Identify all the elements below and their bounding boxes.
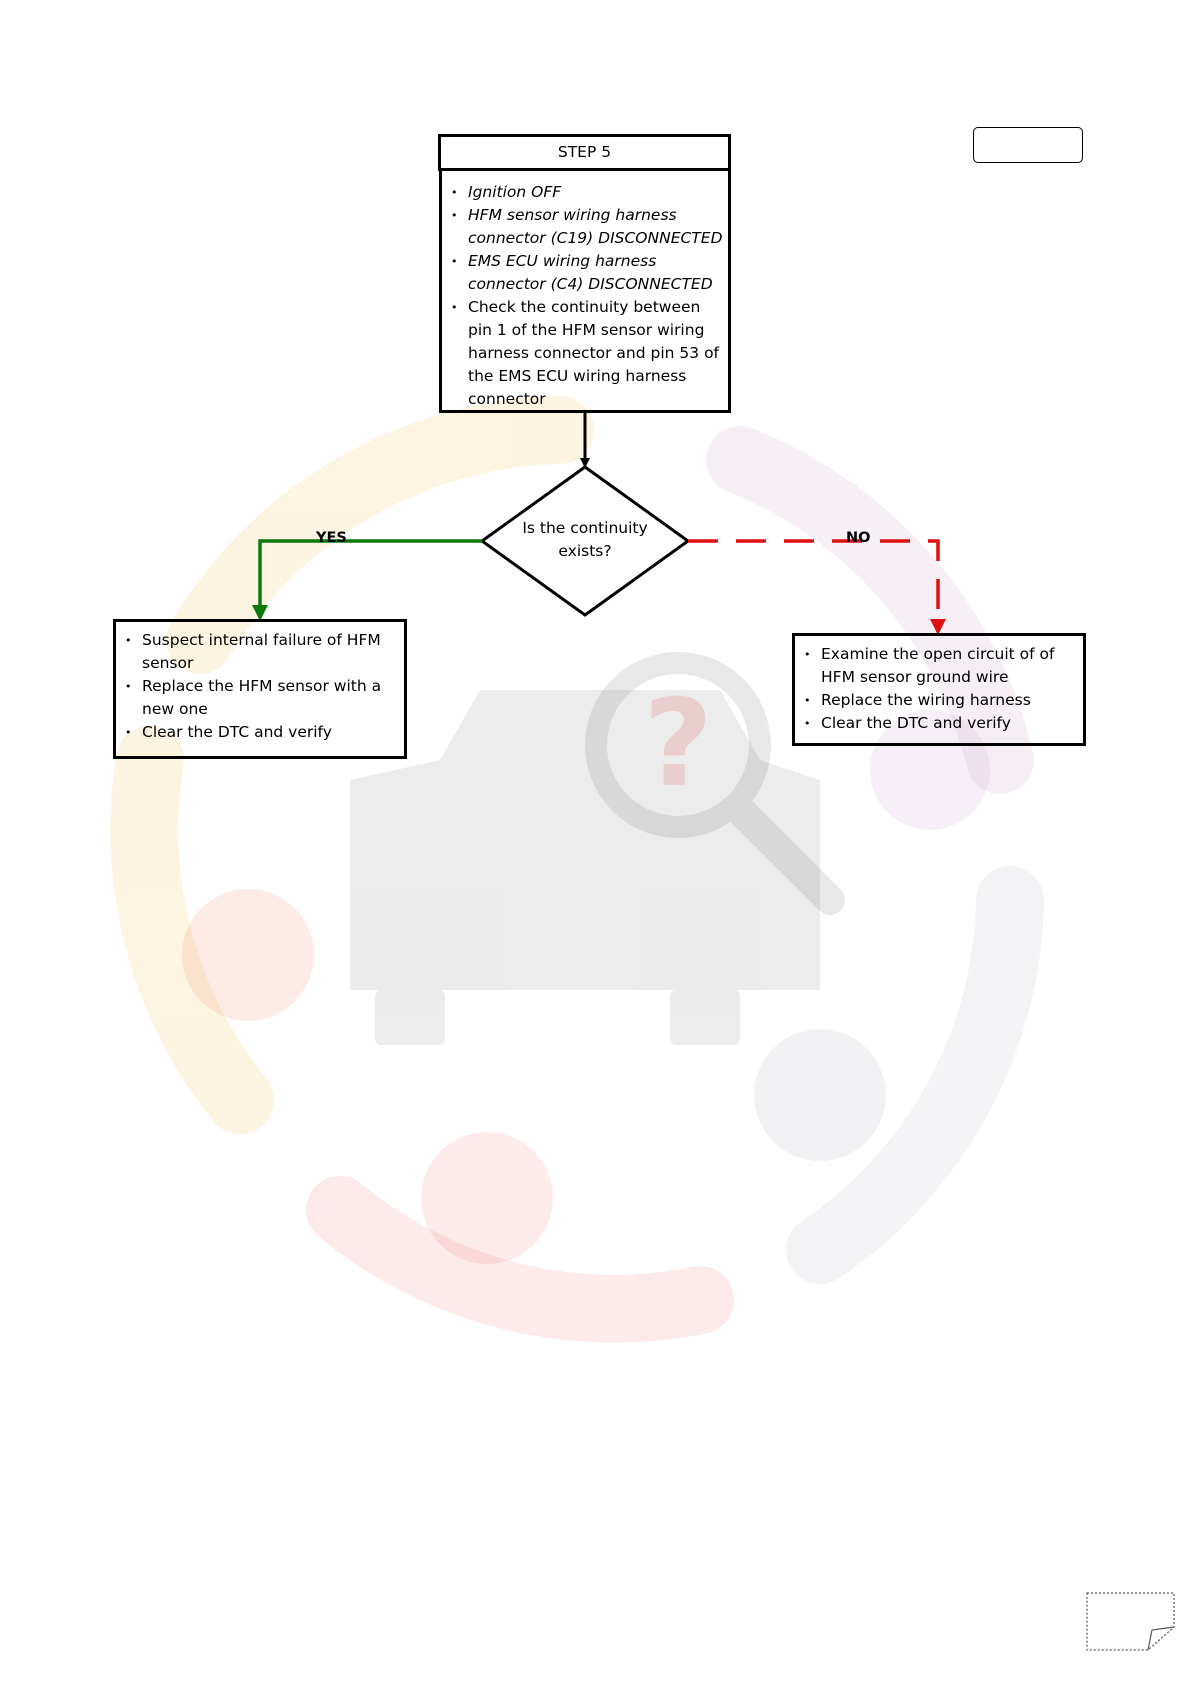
svg-text:?: ? xyxy=(643,675,713,814)
decision-diamond xyxy=(479,465,691,617)
yes-item: Clear the DTC and verify xyxy=(125,721,400,744)
yes-result-box: Suspect internal failure of HFM sensor R… xyxy=(113,619,407,759)
yes-label: YES xyxy=(316,530,347,546)
no-label: NO xyxy=(846,530,871,546)
no-item: Examine the open circuit of of HFM senso… xyxy=(804,643,1079,689)
decision-question: Is the continuity exists? xyxy=(522,519,648,560)
step-item: EMS ECU wiring harness connector (C4) DI… xyxy=(451,250,724,296)
yes-item: Suspect internal failure of HFM sensor xyxy=(125,629,400,675)
no-item: Replace the wiring harness xyxy=(804,689,1079,712)
blank-label-box xyxy=(973,127,1083,163)
step-title: STEP 5 xyxy=(438,134,731,171)
no-item: Clear the DTC and verify xyxy=(804,712,1079,735)
step-item: HFM sensor wiring harness connector (C19… xyxy=(451,204,724,250)
step-item: Ignition OFF xyxy=(451,181,724,204)
no-result-box: Examine the open circuit of of HFM senso… xyxy=(792,633,1086,746)
page-curl-icon xyxy=(1086,1592,1175,1651)
yes-branch-line xyxy=(252,539,482,621)
no-branch-line xyxy=(688,539,946,635)
step-instructions: Ignition OFF HFM sensor wiring harness c… xyxy=(439,168,731,413)
yes-item: Replace the HFM sensor with a new one xyxy=(125,675,400,721)
step-item: Check the continuity between pin 1 of th… xyxy=(451,296,724,411)
